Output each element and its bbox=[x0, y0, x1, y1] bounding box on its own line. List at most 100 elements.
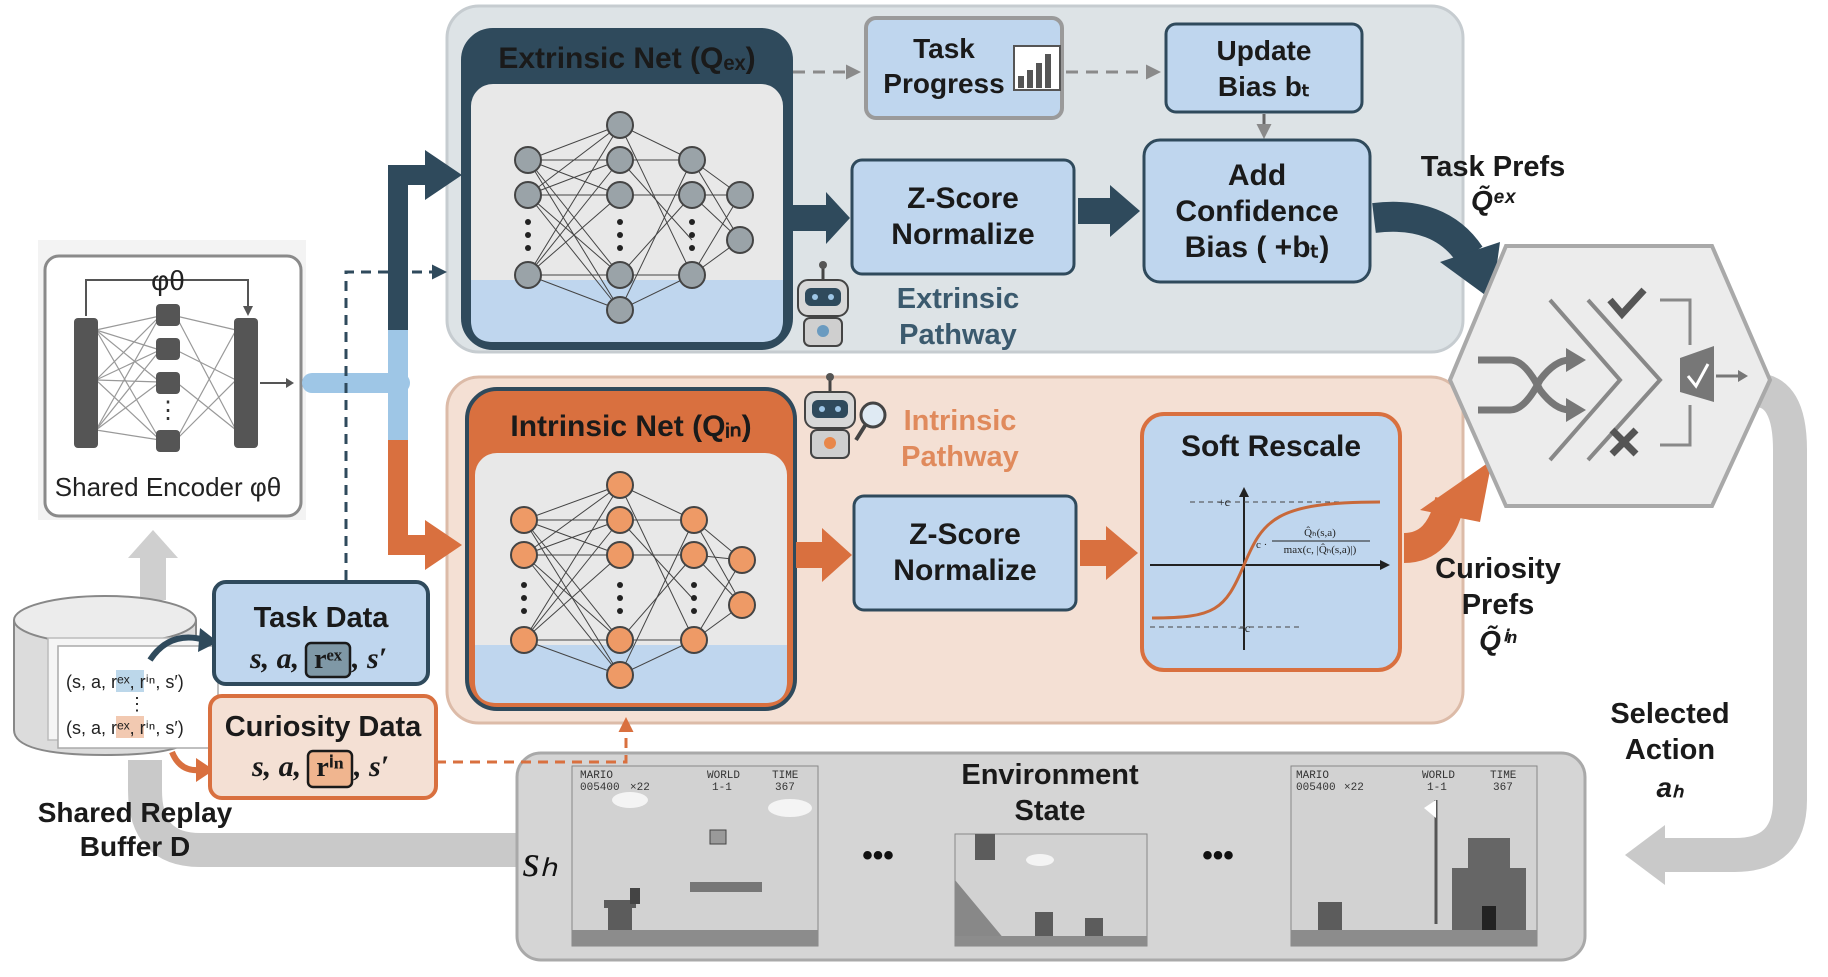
curiosity-prefs-arrow bbox=[1402, 460, 1492, 563]
task-progress-line1: Task bbox=[913, 33, 975, 64]
svg-text:WORLD: WORLD bbox=[1422, 770, 1455, 782]
curiosity-data-dashed-link bbox=[436, 717, 634, 764]
svg-text:367: 367 bbox=[775, 782, 795, 794]
trunk-arrows bbox=[388, 150, 462, 570]
svg-text:005400: 005400 bbox=[1296, 782, 1336, 794]
ext-zscore-line2: Normalize bbox=[891, 218, 1034, 251]
curiosity-data-title: Curiosity Data bbox=[225, 711, 422, 743]
replay-row-2: (s, a, rᵉˣ, rⁱⁿ, s′) bbox=[66, 718, 184, 738]
action-line1: Selected bbox=[1610, 698, 1729, 730]
replay-buffer: (s, a, rᵉˣ, rⁱⁿ, s′) ⋮ (s, a, rᵉˣ, rⁱⁿ, … bbox=[13, 595, 219, 782]
task-data-tuple-post: , s′ bbox=[351, 642, 387, 675]
encoder-phi-label: φθ bbox=[151, 265, 185, 296]
update-bias-box: Update Bias bₜ bbox=[1164, 22, 1364, 114]
environment-to-buffer-arrow bbox=[128, 760, 520, 867]
task-progress-box: Task Progress bbox=[864, 16, 1064, 120]
svg-text:×22: ×22 bbox=[630, 782, 650, 794]
preference-combiner-hexagon bbox=[1447, 244, 1773, 508]
task-prefs-line1: Task Prefs bbox=[1421, 151, 1566, 183]
replay-label-line1: Shared Replay bbox=[38, 797, 233, 828]
svg-text:TIME: TIME bbox=[1490, 770, 1517, 782]
action-line3: aₕ bbox=[1657, 772, 1685, 803]
replay-row-1: (s, a, rᵉˣ, rⁱⁿ, s′) bbox=[66, 672, 184, 692]
svg-text:WORLD: WORLD bbox=[707, 770, 740, 782]
soft-plus-c: +c bbox=[1218, 495, 1230, 509]
replay-row-dots: ⋮ bbox=[128, 694, 146, 714]
task-data-tuple-pre: s, a, bbox=[249, 642, 299, 675]
conf-line3: Bias ( +bₜ) bbox=[1185, 231, 1330, 264]
conf-line1: Add bbox=[1228, 159, 1286, 192]
cross-mark-icon bbox=[1609, 427, 1639, 457]
soft-minus-c: −c bbox=[1238, 621, 1250, 635]
update-bias-line2: Bias bₜ bbox=[1218, 71, 1310, 102]
svg-text:MARIO: MARIO bbox=[580, 770, 613, 782]
curiosity-data-tuple-r: rⁱⁿ bbox=[316, 752, 343, 783]
intrinsic-pathway-line1: Intrinsic bbox=[904, 405, 1017, 437]
add-confidence-box: Add Confidence Bias ( +bₜ) bbox=[1142, 138, 1372, 284]
curiosity-data-tuple-post: , s′ bbox=[353, 750, 389, 783]
ext-net-to-zscore-arrow bbox=[790, 192, 850, 244]
svg-text:1-1: 1-1 bbox=[1427, 782, 1447, 794]
task-progress-line2: Progress bbox=[883, 68, 1004, 99]
extrinsic-pathway-line2: Pathway bbox=[899, 319, 1017, 351]
int-zscore-line2: Normalize bbox=[893, 554, 1036, 587]
soft-formula-den: max(c, |Q̂ₕ(s,a)|) bbox=[1284, 543, 1357, 556]
action-to-environment-arrow bbox=[1625, 373, 1807, 885]
buffer-to-encoder-arrow bbox=[128, 530, 178, 600]
ellipsis-right: ••• bbox=[1202, 839, 1234, 872]
task-data-box: Task Data s, a, rᵉˣ , s′ bbox=[212, 580, 430, 686]
game-frame-middle bbox=[954, 833, 1148, 947]
soft-formula-num: Q̂ₕ(s,a) bbox=[1304, 526, 1336, 539]
state-label: sₕ bbox=[523, 837, 558, 886]
check-mark-icon bbox=[1607, 287, 1647, 320]
extrinsic-net: Extrinsic Net (Qₑₓ) bbox=[461, 28, 793, 350]
int-net-to-zscore-arrow bbox=[796, 528, 852, 582]
svg-text:TIME: TIME bbox=[772, 770, 799, 782]
task-prefs-arrow bbox=[1372, 201, 1500, 300]
int-zscore-line1: Z-Score bbox=[909, 518, 1021, 551]
intrinsic-net: Intrinsic Net (Qᵢₙ) bbox=[465, 387, 797, 711]
task-data-title: Task Data bbox=[254, 602, 390, 634]
bar-chart-icon bbox=[1013, 45, 1061, 91]
intrinsic-pathway-line2: Pathway bbox=[901, 441, 1019, 473]
curiosity-data-box: Curiosity Data s, a, rⁱⁿ , s′ bbox=[208, 694, 438, 800]
environment-title-line1: Environment bbox=[961, 759, 1139, 791]
shuffle-icon bbox=[1478, 356, 1571, 414]
environment-title-line2: State bbox=[1015, 795, 1086, 827]
replay-label-line2: Buffer D bbox=[80, 831, 190, 862]
task-prefs-line2: Q̃ᵉˣ bbox=[1471, 185, 1517, 216]
game-frame-goal: MARIO 005400 ×22 WORLD 1-1 TIME 367 bbox=[1290, 765, 1538, 947]
soft-rescale-box: Soft Rescale +c −c c · Q̂ₕ(s,a) max(c, |… bbox=[1140, 412, 1402, 672]
task-data-dashed-link bbox=[344, 264, 447, 580]
soft-c-label: c · bbox=[1256, 539, 1267, 551]
ext-zscore-box: Z-Score Normalize bbox=[850, 158, 1076, 276]
extrinsic-pathway-line1: Extrinsic bbox=[897, 283, 1020, 315]
action-line2: Action bbox=[1625, 734, 1715, 766]
encoder-label: Shared Encoder φθ bbox=[55, 472, 281, 502]
ext-zscore-line1: Z-Score bbox=[907, 182, 1019, 215]
ext-zscore-to-conf-arrow bbox=[1078, 185, 1140, 237]
svg-text:MARIO: MARIO bbox=[1296, 770, 1329, 782]
game-frame-start: MARIO 005400 ×22 WORLD 1-1 TIME 367 bbox=[571, 765, 819, 947]
ellipsis-left: ••• bbox=[862, 839, 894, 872]
update-bias-line1: Update bbox=[1217, 35, 1312, 66]
svg-text:005400: 005400 bbox=[580, 782, 620, 794]
intrinsic-net-title: Intrinsic Net (Qᵢₙ) bbox=[510, 410, 751, 443]
task-data-tuple-r: rᵉˣ bbox=[314, 644, 343, 675]
svg-text:⋮: ⋮ bbox=[156, 397, 180, 424]
curiosity-prefs-line2: Prefs bbox=[1462, 589, 1535, 621]
shared-encoder: φθ ⋮ Shared Encoder φθ bbox=[38, 240, 306, 520]
int-zscore-to-soft-arrow bbox=[1080, 526, 1138, 580]
svg-text:367: 367 bbox=[1493, 782, 1513, 794]
curiosity-data-tuple-pre: s, a, bbox=[251, 750, 301, 783]
svg-text:×22: ×22 bbox=[1344, 782, 1364, 794]
conf-line2: Confidence bbox=[1175, 195, 1338, 228]
svg-text:1-1: 1-1 bbox=[712, 782, 732, 794]
curiosity-prefs-line1: Curiosity bbox=[1435, 553, 1561, 585]
extrinsic-robot-icon bbox=[797, 261, 849, 347]
int-zscore-box: Z-Score Normalize bbox=[852, 494, 1078, 612]
curiosity-prefs-line3: Q̃ⁱⁿ bbox=[1479, 625, 1517, 656]
intrinsic-robot-icon bbox=[804, 373, 887, 459]
extrinsic-net-title: Extrinsic Net (Qₑₓ) bbox=[498, 42, 755, 75]
